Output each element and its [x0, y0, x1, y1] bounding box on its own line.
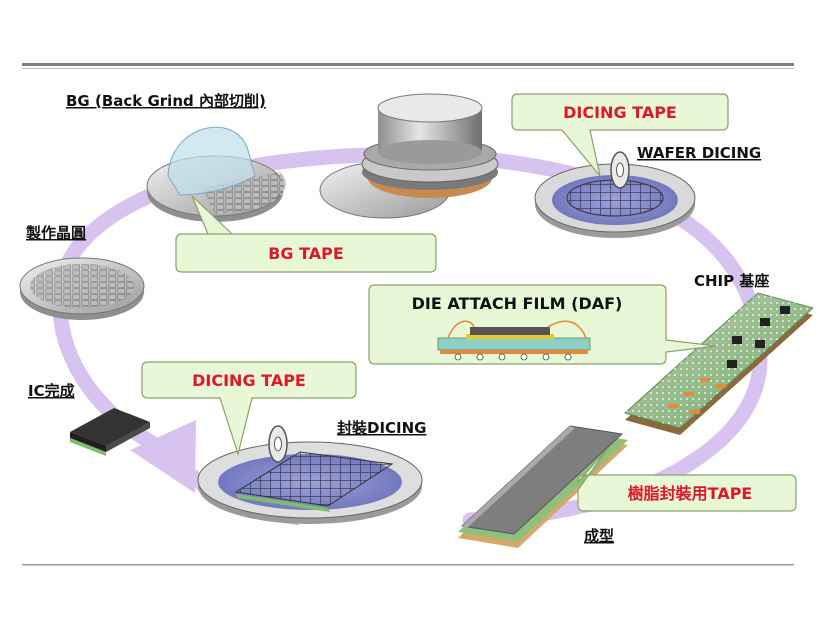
callout-resin-tape-text: 樹脂封裝用TAPE	[628, 484, 753, 503]
label-bg: BG (Back Grind 內部切削)	[66, 92, 266, 110]
bottom-rule	[22, 564, 794, 566]
label-molding: 成型	[584, 527, 614, 545]
label-package-dicing: 封裝DICING	[337, 419, 427, 437]
daf-cross-section	[437, 320, 591, 361]
callout-bg-tape-text: BG TAPE	[268, 244, 344, 263]
top-rule	[22, 63, 794, 66]
chip-substrate-illustration	[623, 292, 815, 435]
callout-resin-tape: 樹脂封裝用TAPE	[577, 447, 797, 512]
label-wafer-dicing: WAFER DICING	[637, 144, 761, 162]
bg-wafer-illustration	[146, 126, 286, 222]
callout-dicing-tape-top-text: DICING TAPE	[563, 103, 677, 122]
label-ic-done: IC完成	[28, 382, 75, 400]
wafer-dicing-illustration	[534, 151, 696, 238]
callout-bg-tape: BG TAPE	[175, 195, 437, 273]
callout-daf: DIE ATTACH FILM (DAF)	[368, 284, 717, 365]
callout-dicing-tape-bottom-text: DICING TAPE	[192, 371, 306, 390]
callout-daf-text: DIE ATTACH FILM (DAF)	[412, 294, 623, 313]
package-dicing-illustration	[197, 425, 423, 524]
top-rule-thin	[22, 68, 794, 69]
callout-dicing-tape-top: DICING TAPE	[511, 93, 729, 177]
finished-ic-illustration	[70, 408, 150, 456]
molded-strip-illustration	[458, 425, 628, 548]
callout-dicing-tape-bottom: DICING TAPE	[141, 361, 357, 457]
raw-wafer-illustration	[19, 257, 145, 320]
flow-arrow-head	[130, 420, 196, 493]
label-wafer: 製作晶圓	[25, 224, 86, 242]
label-chip-base: CHIP 基座	[694, 272, 769, 290]
grinder-illustration	[319, 93, 499, 219]
